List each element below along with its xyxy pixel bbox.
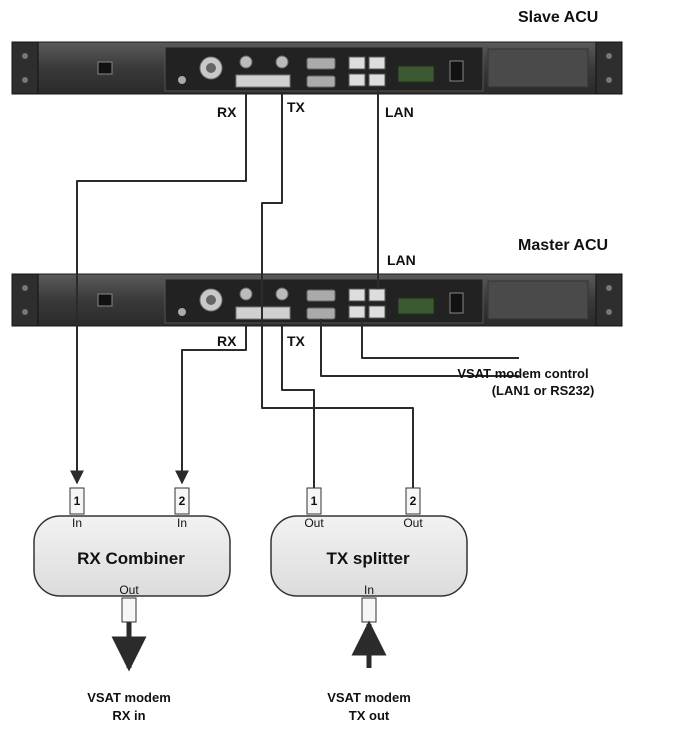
rx-in-caption-line2: RX in	[112, 708, 145, 723]
rx-combiner: 1 2 In In RX Combiner Out	[33, 487, 231, 623]
master-acu-unit	[11, 273, 623, 327]
tx-splitter-out1-label: Out	[304, 516, 324, 530]
slave-serial-port	[306, 57, 336, 70]
slave-tx-port	[275, 55, 289, 69]
tx-splitter-out2-number: 2	[410, 494, 417, 508]
slave-phone-jack	[97, 61, 113, 75]
slave-rack-screw	[22, 77, 28, 83]
slave-acu-unit	[11, 41, 623, 95]
rx-combiner-in2-number: 2	[179, 494, 186, 508]
rx-combiner-out-label: Out	[119, 583, 139, 597]
rx-combiner-in2-label: In	[177, 516, 187, 530]
master-rx-label: RX	[217, 333, 237, 349]
slave-acu-title: Slave ACU	[518, 9, 598, 26]
master-lan-port	[348, 305, 366, 319]
slave-rx-label: RX	[217, 104, 237, 120]
tx-splitter-out2-port	[405, 487, 421, 515]
tx-splitter: 1 2 Out Out TX splitter In	[270, 487, 468, 623]
tx-splitter-out1-port	[306, 487, 322, 515]
master-acu-title: Master ACU	[518, 237, 608, 254]
tx-splitter-out2-label: Out	[403, 516, 423, 530]
rx-combiner-in2-port	[174, 487, 190, 515]
tx-splitter-in-port	[361, 597, 377, 623]
slave-rx-port	[239, 55, 253, 69]
cable-slave-rx-to-combiner-in1	[70, 94, 247, 485]
tx-out-caption-line1: VSAT modem	[327, 690, 411, 705]
slave-lan-port	[348, 73, 366, 87]
tx-splitter-box	[270, 515, 468, 597]
slave-rack-screw	[22, 53, 28, 59]
tx-splitter-in-label: In	[364, 583, 374, 597]
master-rack-ear-right	[595, 273, 623, 327]
tx-splitter-out1-number: 1	[311, 494, 318, 508]
slave-rack-screw	[606, 53, 612, 59]
master-vent-panel	[487, 280, 589, 320]
master-rack-screw	[606, 285, 612, 291]
master-power-switch	[449, 292, 464, 314]
slave-ground-screw	[178, 76, 186, 84]
master-lan-port	[368, 305, 386, 319]
master-ground-screw	[178, 308, 186, 316]
master-rx-port	[239, 287, 253, 301]
tx-out-caption-line2: TX out	[349, 708, 390, 723]
cable-slave-tx-to-splitter-out2	[261, 94, 414, 488]
master-n-connector-core	[206, 295, 216, 305]
master-rack-ear-left	[11, 273, 39, 327]
rx-combiner-in1-port	[69, 487, 85, 515]
master-tx-label: TX	[287, 333, 306, 349]
slave-vent-panel	[487, 48, 589, 88]
slave-tx-label: TX	[287, 99, 306, 115]
slave-n-connector-core	[206, 63, 216, 73]
slave-lan-label: LAN	[385, 104, 414, 120]
modem-control-label: VSAT modem control	[457, 366, 588, 381]
slave-rack-screw	[606, 77, 612, 83]
master-serial-port	[306, 289, 336, 302]
rx-combiner-in1-label: In	[72, 516, 82, 530]
slave-power-terminal	[397, 65, 435, 83]
slave-lan-port	[368, 73, 386, 87]
master-rack-screw	[606, 309, 612, 315]
master-power-terminal	[397, 297, 435, 315]
cable-master-tx-to-splitter-out1	[281, 326, 315, 488]
slave-lan-port	[348, 56, 366, 70]
master-tx-port	[275, 287, 289, 301]
master-lan-port	[348, 288, 366, 302]
cable-master-lan-to-modem-control	[361, 318, 519, 359]
rx-combiner-box	[33, 515, 231, 597]
slave-rack-ear-right	[595, 41, 623, 95]
master-rack-screw	[22, 309, 28, 315]
slave-power-switch	[449, 60, 464, 82]
master-rack-screw	[22, 285, 28, 291]
rx-in-caption-line1: VSAT modem	[87, 690, 171, 705]
rx-combiner-name: RX Combiner	[77, 549, 185, 568]
slave-lan-port	[368, 56, 386, 70]
slave-terminal-block	[235, 74, 291, 88]
rx-combiner-in1-number: 1	[74, 494, 81, 508]
modem-control-sublabel: (LAN1 or RS232)	[492, 383, 595, 398]
master-lan-label: LAN	[387, 252, 416, 268]
cable-master-rs232-to-modem-control	[320, 319, 519, 377]
rx-combiner-out-port	[121, 597, 137, 623]
master-phone-jack	[97, 293, 113, 307]
cable-master-rx-to-combiner-in2	[175, 326, 247, 485]
master-serial-port	[306, 307, 336, 320]
slave-rack-ear-left	[11, 41, 39, 95]
slave-serial-port	[306, 75, 336, 88]
tx-splitter-name: TX splitter	[326, 549, 410, 568]
master-lan-port	[368, 288, 386, 302]
